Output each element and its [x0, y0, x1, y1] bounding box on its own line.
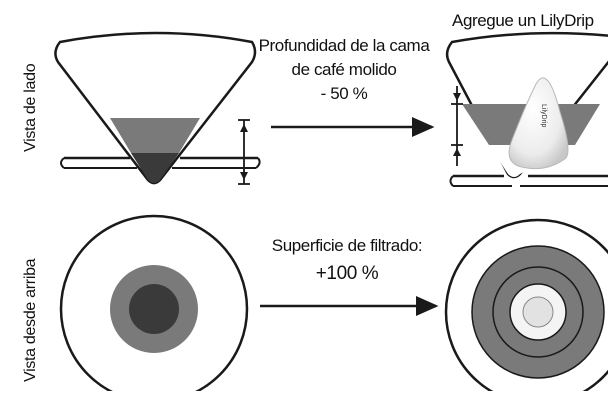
top-view-label: Vista desde arriba: [22, 258, 39, 382]
standard-dripper-top-view: [59, 214, 249, 396]
depth-caption-line1: Profundidad de la cama: [258, 36, 430, 55]
add-lilydrip-heading: Agregue un LilyDrip: [452, 11, 594, 30]
coffee-core-top: [129, 284, 179, 334]
coffee-bed-shallow-zone: [110, 118, 200, 153]
depth-caption-line3: - 50 %: [320, 84, 368, 103]
side-view-label: Vista de lado: [22, 63, 39, 152]
surface-caption-line2: +100 %: [315, 263, 379, 284]
depth-caption-line2: de café molido: [291, 60, 397, 79]
lilydrip-dripper-top-view: [444, 218, 608, 391]
lilydrip-insert-text: LilyDrip: [540, 104, 547, 127]
surface-caption-line1: Superficie de filtrado:: [271, 236, 423, 255]
standard-dripper-side-view: [54, 31, 261, 185]
coffee-bed-deep-zone: [131, 153, 179, 183]
lilydrip-insert: [508, 77, 569, 170]
lilydrip-dripper-side-view: LilyDrip: [445, 31, 608, 187]
